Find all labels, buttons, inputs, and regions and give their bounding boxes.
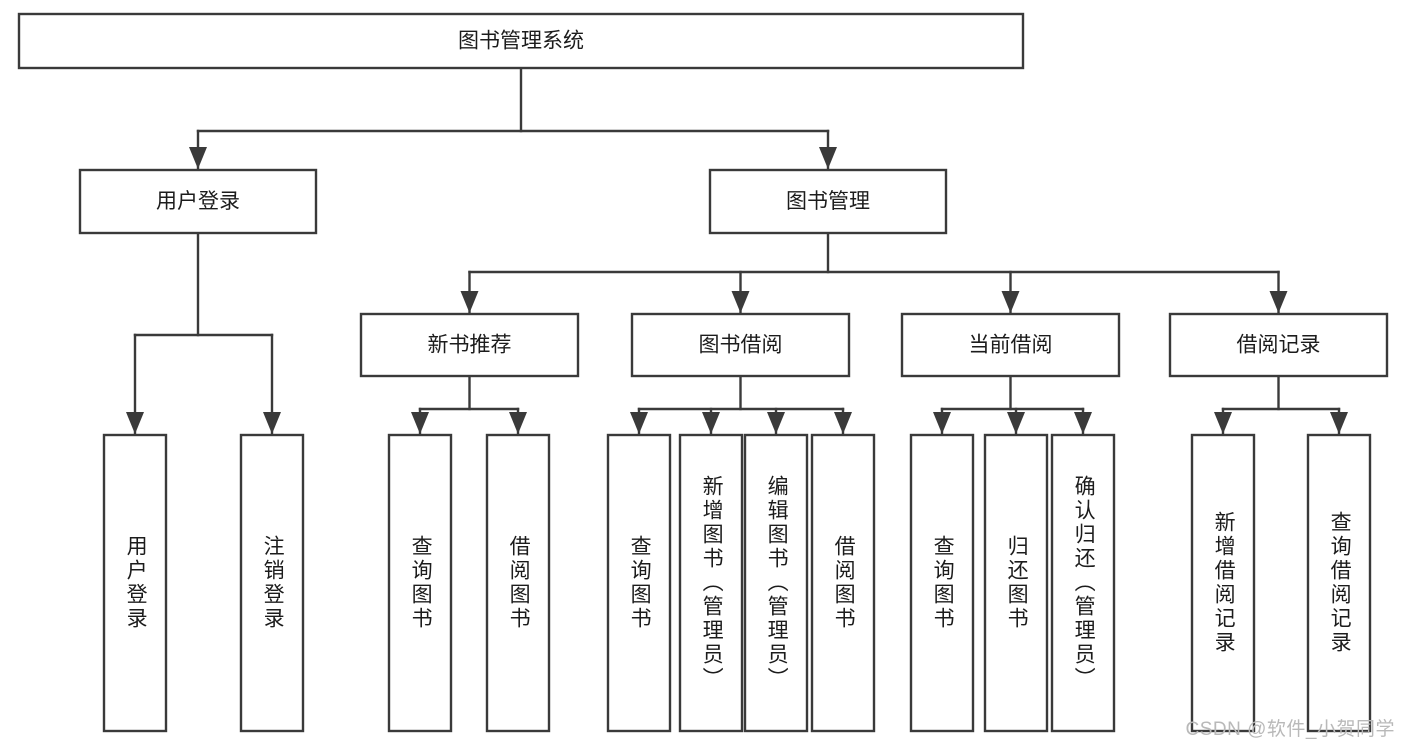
arrow-head-icon (702, 412, 720, 434)
watermark-text: CSDN @软件_小贺同学 (1185, 719, 1395, 740)
arrow-head-icon (933, 412, 951, 434)
node-book-borrow[interactable] (630, 312, 851, 378)
arrow-head-icon (834, 412, 852, 434)
arrow-head-icon (1330, 412, 1348, 434)
leaf-leaf-query-book-1[interactable] (387, 433, 453, 733)
node-current-borrow[interactable] (900, 312, 1121, 378)
leaf-leaf-query-book-2[interactable] (606, 433, 672, 733)
leaf-leaf-add-record[interactable] (1190, 433, 1256, 733)
leaf-leaf-edit-book[interactable] (743, 433, 809, 733)
leaf-leaf-confirm-return[interactable] (1050, 433, 1116, 733)
arrow-head-icon (819, 147, 837, 169)
node-root[interactable] (17, 12, 1025, 70)
node-label-book-manage: 图书管理 (786, 190, 870, 213)
leaf-leaf-user-login[interactable] (102, 433, 168, 733)
arrow-head-icon (1001, 291, 1020, 313)
node-borrow-record[interactable] (1168, 312, 1389, 378)
node-book-manage[interactable] (708, 168, 948, 235)
arrow-head-icon (189, 147, 207, 169)
node-label-user-login: 用户登录 (156, 190, 240, 213)
arrow-head-icon (126, 412, 144, 434)
arrow-head-icon (263, 412, 281, 434)
arrow-head-icon (767, 412, 785, 434)
node-label-book-borrow: 图书借阅 (699, 334, 783, 357)
arrow-head-icon (731, 291, 750, 313)
box-layer (17, 12, 1389, 733)
leaf-leaf-logout[interactable] (239, 433, 305, 733)
leaf-leaf-borrow-book-2[interactable] (810, 433, 876, 733)
node-user-login[interactable] (78, 168, 318, 235)
arrow-head-icon (1007, 412, 1025, 434)
arrow-head-icon (1214, 412, 1232, 434)
arrow-head-icon (1074, 412, 1092, 434)
arrow-head-icon (630, 412, 648, 434)
node-new-book-recommend[interactable] (359, 312, 580, 378)
leaf-leaf-return-book[interactable] (983, 433, 1049, 733)
node-label-current-borrow: 当前借阅 (969, 334, 1053, 357)
leaf-leaf-borrow-book-1[interactable] (485, 433, 551, 733)
arrow-head-icon (1269, 291, 1288, 313)
leaf-leaf-add-book[interactable] (678, 433, 744, 733)
arrow-head-icon (509, 412, 527, 434)
leaf-leaf-query-book-3[interactable] (909, 433, 975, 733)
connector-layer (126, 66, 1348, 435)
node-label-root: 图书管理系统 (458, 30, 584, 53)
arrow-head-icon (460, 291, 479, 313)
node-label-borrow-record: 借阅记录 (1237, 334, 1321, 357)
node-label-new-book-recommend: 新书推荐 (428, 334, 512, 357)
leaf-leaf-query-record[interactable] (1306, 433, 1372, 733)
arrow-head-icon (411, 412, 429, 434)
